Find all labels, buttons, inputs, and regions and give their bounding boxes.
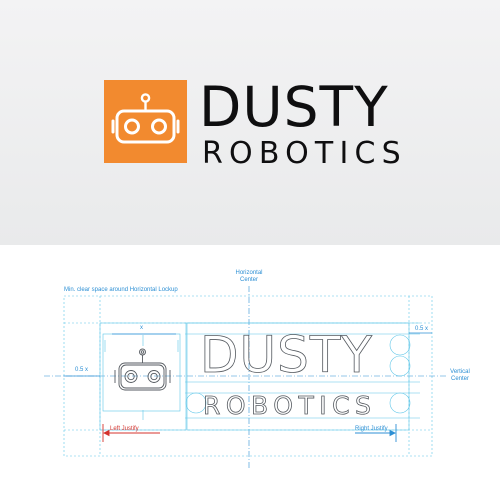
wordmark-frame — [186, 322, 410, 431]
right-justify-arrow — [355, 424, 397, 442]
vertical-center-label: Vertical Center — [450, 369, 470, 383]
wordmark-robotics: ROBOTICS — [202, 136, 407, 171]
icon-frame-outer — [99, 322, 187, 431]
half-x-left-label: 0.5 x — [75, 367, 89, 373]
left-justify-arrow — [102, 424, 160, 442]
clear-space-label: Min. clear space around Horizontal Locku… — [64, 287, 178, 293]
robot-face-icon — [104, 80, 187, 163]
x-dimension-label: x — [140, 325, 143, 331]
right-justify-label: Right Justify — [355, 426, 388, 432]
robot-outline-icon — [114, 348, 171, 391]
logo-display-panel — [0, 0, 500, 245]
outline-wordmark-dusty: DUSTY — [200, 326, 373, 384]
half-x-right-label: 0.5 x — [415, 326, 429, 332]
wordmark-dusty: DUSTY — [199, 75, 389, 139]
construction-guide-panel — [0, 245, 500, 495]
left-justify-label: Left Justify — [110, 426, 139, 432]
horizontal-center-label: Horizontal Center — [235, 270, 263, 284]
outline-wordmark-robotics: ROBOTICS — [203, 391, 377, 420]
dimension-arrows — [64, 332, 432, 377]
